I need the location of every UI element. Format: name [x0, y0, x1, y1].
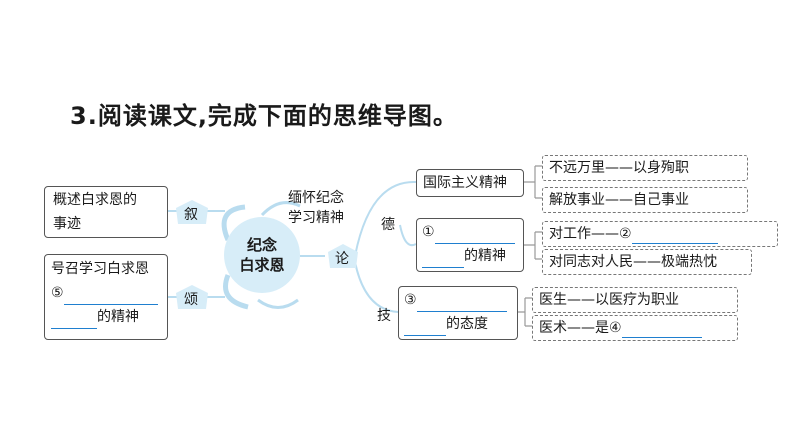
- work-prefix: 对工作——: [549, 226, 619, 242]
- intl-item-2: 解放事业——自己事业: [542, 187, 748, 213]
- song-label: 颂: [184, 292, 198, 308]
- q3-box: ③ 的态度: [398, 286, 518, 340]
- xu-label: 叙: [184, 207, 198, 223]
- song-box: 号召学习白求恩 ⑤ 的精神: [44, 254, 168, 340]
- song-box-line1: 号召学习白求恩: [51, 261, 149, 277]
- comrade-text: 对同志对人民——极端热忱: [549, 254, 717, 270]
- blank-2-number: ②: [619, 226, 632, 242]
- intl-item-1: 不远万里——以身殉职: [542, 155, 748, 181]
- top-note-line1: 缅怀纪念: [288, 190, 344, 206]
- ji-label: 技: [377, 308, 391, 324]
- xu-box: 概述白求恩的 事迹: [44, 186, 168, 238]
- song-box-suffix: 的精神: [97, 309, 139, 325]
- arrow-to-xu: [221, 204, 246, 241]
- blank-4-number: ④: [609, 320, 622, 336]
- center-line1: 纪念: [246, 236, 277, 254]
- blank-1-cont[interactable]: [422, 249, 464, 268]
- q1-number: ①: [422, 224, 435, 240]
- q3-number: ③: [404, 292, 417, 308]
- q3-suffix: 的态度: [446, 316, 488, 332]
- q1-box: ① 的精神: [416, 218, 524, 272]
- blank-2[interactable]: [631, 225, 718, 244]
- blank-3[interactable]: [416, 293, 507, 312]
- xu-box-line2: 事迹: [53, 216, 81, 232]
- xu-pentagon: [176, 200, 208, 224]
- top-note-line2: 学习精神: [288, 210, 344, 226]
- comrade-item: 对同志对人民——极端热忱: [542, 249, 752, 275]
- center-node: 纪念 白求恩: [224, 217, 300, 293]
- doctor-text: 医生——以医疗为职业: [539, 292, 679, 308]
- skill-item: 医术——是④: [532, 315, 738, 341]
- de-label: 德: [381, 217, 395, 233]
- intl-item-2-text: 解放事业——自己事业: [549, 192, 689, 208]
- doctor-item: 医生——以医疗为职业: [532, 287, 738, 313]
- skill-prefix: 医术——是: [539, 320, 609, 336]
- center-line2: 白求恩: [239, 256, 285, 274]
- intl-item-1-text: 不远万里——以身殉职: [549, 160, 689, 176]
- blank-5[interactable]: [63, 286, 158, 305]
- intl-spirit-box: 国际主义精神: [416, 169, 524, 197]
- arrow-from-song: [257, 298, 299, 309]
- song-pentagon: [176, 285, 208, 309]
- arrow-to-song: [223, 274, 249, 310]
- lun-pentagon: [328, 244, 358, 268]
- blank-1[interactable]: [434, 225, 515, 244]
- intl-spirit-title: 国际主义精神: [423, 175, 507, 191]
- blank-5-number: ⑤: [51, 285, 64, 301]
- work-item: 对工作——②: [542, 221, 778, 247]
- question-title: 3.阅读课文,完成下面的思维导图。: [70, 102, 458, 130]
- xu-box-line1: 概述白求恩的: [53, 192, 137, 208]
- arrow-to-note: [260, 201, 301, 217]
- blank-4[interactable]: [621, 319, 702, 338]
- lun-label: 论: [335, 251, 349, 267]
- q1-suffix: 的精神: [464, 248, 506, 264]
- blank-5-cont[interactable]: [51, 310, 97, 329]
- top-note: 缅怀纪念 学习精神: [288, 188, 344, 228]
- blank-3-cont[interactable]: [404, 317, 446, 336]
